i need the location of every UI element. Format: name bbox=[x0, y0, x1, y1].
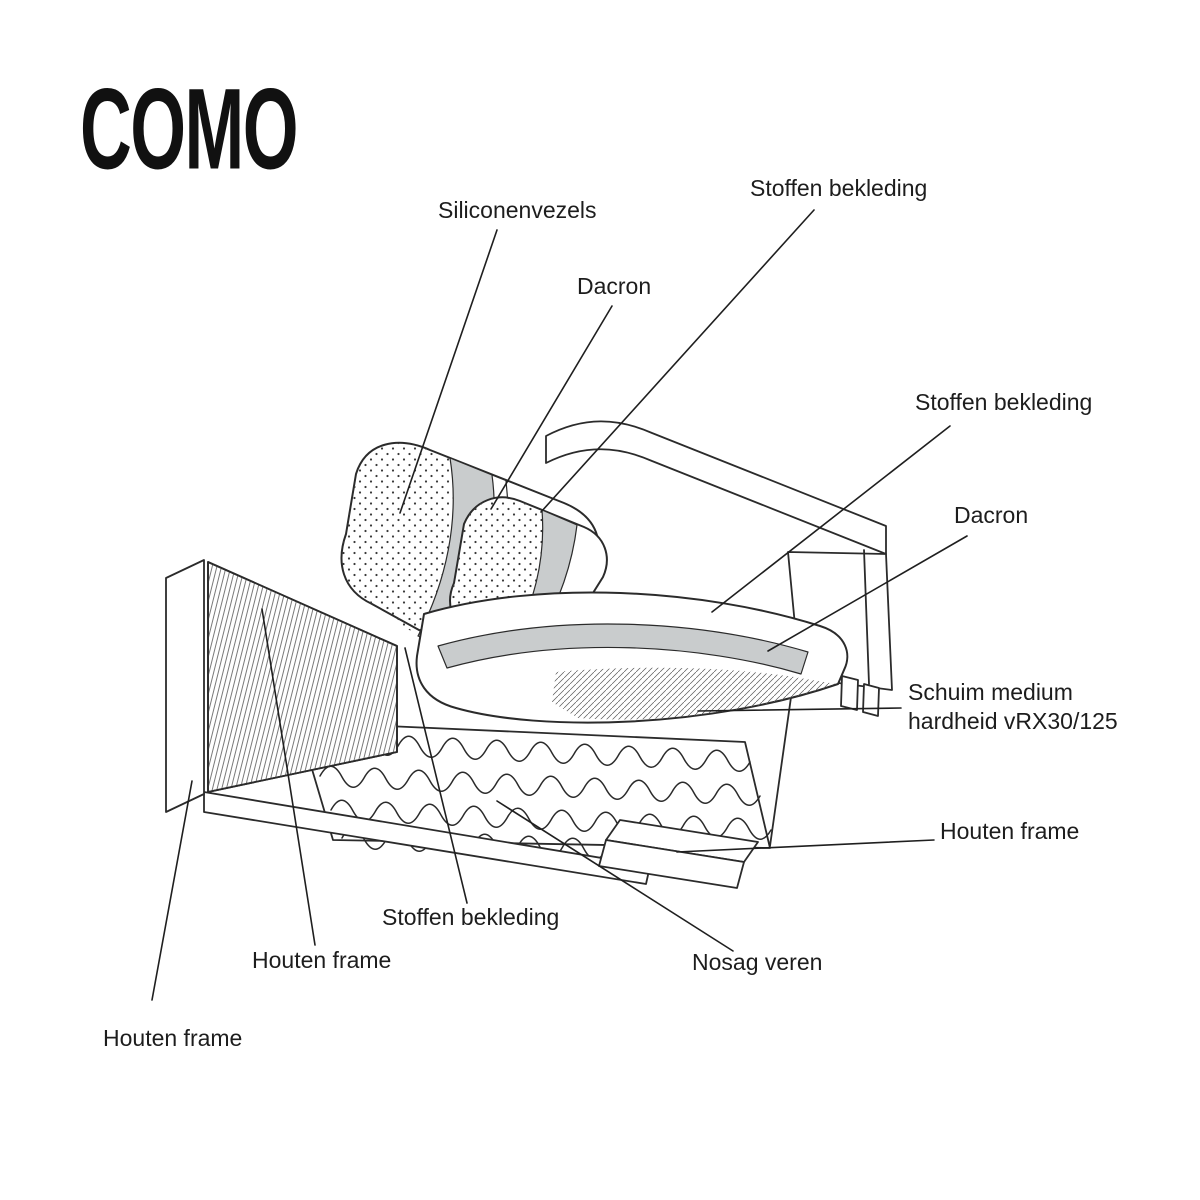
leader-line-dacron-right bbox=[767, 535, 968, 652]
label-nosag-veren: Nosag veren bbox=[692, 949, 823, 975]
label-dacron-right: Dacron bbox=[954, 502, 1029, 528]
label-stoffen-bekleding-right: Stoffen bekleding bbox=[915, 389, 1093, 415]
leader-line-nosag-veren bbox=[496, 800, 734, 952]
leader-line-houten-frame-mid bbox=[261, 608, 316, 946]
label-dacron-top: Dacron bbox=[577, 273, 652, 299]
base-edge-right bbox=[769, 675, 795, 847]
label-schuim-medium-hardheid: Schuim medium hardheid vRX30/125 bbox=[908, 679, 1118, 735]
seat-foam-hatch bbox=[552, 667, 836, 720]
sofa-leg-front bbox=[862, 683, 880, 717]
product-title: COMO bbox=[80, 65, 299, 194]
leader-line-schuim bbox=[697, 707, 902, 712]
label-houten-frame-mid: Houten frame bbox=[252, 947, 392, 973]
armrest-side-board bbox=[165, 559, 205, 813]
leader-line-stoffen-bekleding-right bbox=[711, 425, 951, 613]
leader-line-dacron-top bbox=[490, 305, 613, 510]
nosag-spring bbox=[319, 765, 761, 806]
leader-line-stoffen-bekleding-top bbox=[540, 209, 815, 513]
label-houten-frame-right: Houten frame bbox=[940, 818, 1080, 844]
leader-line-houten-frame-right bbox=[676, 839, 935, 853]
base-rail-left bbox=[203, 791, 651, 885]
label-siliconenvezels: Siliconenvezels bbox=[438, 197, 597, 223]
leader-line-stoffen-bekleding-bottom bbox=[404, 647, 468, 904]
nosag-spring bbox=[330, 799, 772, 840]
leader-line-houten-frame-left bbox=[151, 780, 193, 1001]
armrest-webbing-panel bbox=[207, 561, 398, 793]
back-cushion-silicone-dots bbox=[341, 442, 454, 636]
label-stoffen-bekleding-top: Stoffen bekleding bbox=[750, 175, 928, 201]
sofa-leg-back bbox=[840, 675, 859, 711]
leader-line-siliconenvezels bbox=[399, 229, 498, 514]
label-stoffen-bekleding-bottom: Stoffen bekleding bbox=[382, 904, 560, 930]
frame-plank-front bbox=[598, 839, 745, 889]
label-houten-frame-left: Houten frame bbox=[103, 1025, 243, 1051]
seat-dacron-band bbox=[437, 623, 809, 675]
right-arm-inner-line bbox=[863, 549, 870, 685]
